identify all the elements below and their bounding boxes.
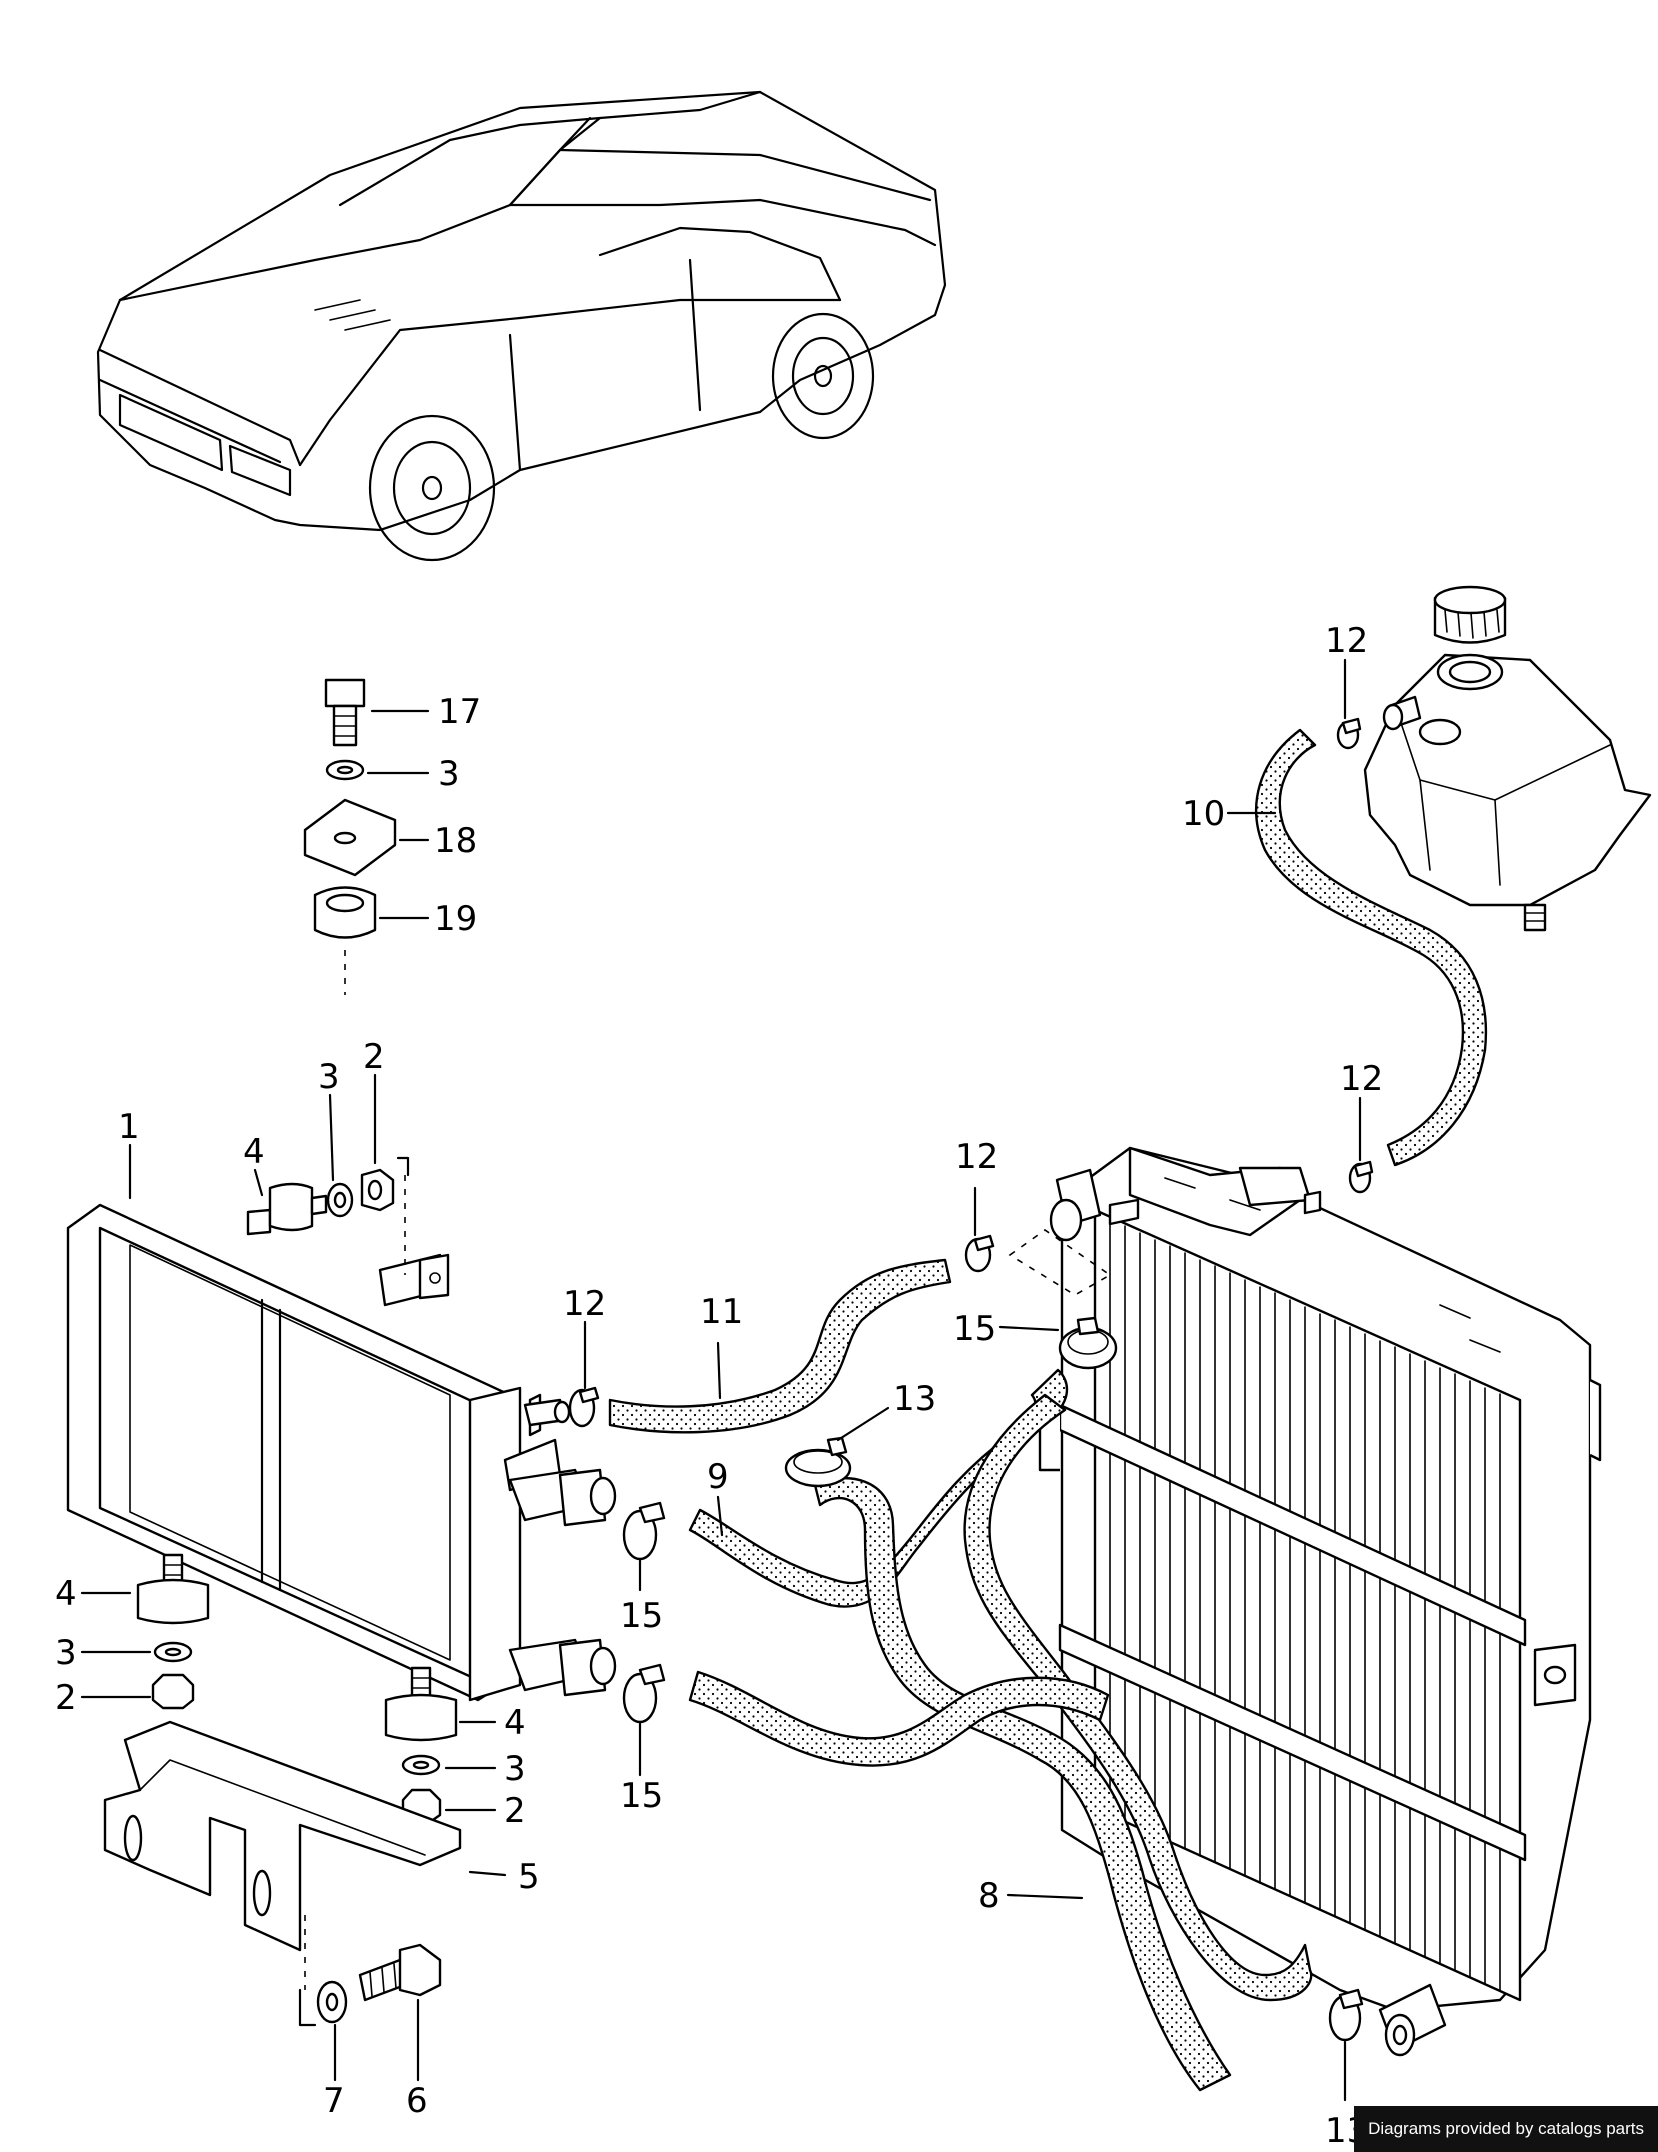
callout-4: 4 xyxy=(243,1132,265,1172)
clamp-12a xyxy=(568,1386,600,1428)
hose-9 xyxy=(688,1368,1069,1608)
leader-4a xyxy=(253,1168,264,1197)
callout-17: 17 xyxy=(438,692,481,732)
lower-right-mount-group xyxy=(384,1666,497,1824)
clamp-12b xyxy=(964,1234,995,1273)
callout-12: 12 xyxy=(955,1137,998,1177)
callout-10: 10 xyxy=(1182,794,1225,834)
callout-7: 7 xyxy=(323,2081,345,2121)
hose-11 xyxy=(608,1258,952,1434)
callout-2: 2 xyxy=(55,1678,77,1718)
callout-labels: 17 3 18 19 1 4 3 2 4 3 2 4 3 2 5 6 7 8 9… xyxy=(55,621,1383,2151)
clamp-15a xyxy=(1058,1316,1118,1370)
hose-10 xyxy=(1254,728,1488,1167)
callout-3: 3 xyxy=(318,1057,340,1097)
clamp-13b xyxy=(1328,1988,1364,2042)
upper-mount-group xyxy=(128,1073,410,1275)
callout-5: 5 xyxy=(518,1857,540,1897)
hose-8 xyxy=(813,1477,1232,2092)
clamp-13a xyxy=(784,1436,852,1488)
clamp-15b xyxy=(622,1501,666,1561)
main-radiator xyxy=(1008,1146,1602,2057)
callout-12: 12 xyxy=(1325,621,1368,661)
callout-15: 15 xyxy=(953,1309,996,1349)
callout-4: 4 xyxy=(55,1574,77,1614)
auxiliary-cooler xyxy=(66,1203,617,1702)
lower-left-mount-group xyxy=(80,1553,210,1710)
leader-13a xyxy=(836,1406,890,1442)
callout-4: 4 xyxy=(504,1703,526,1743)
clamp-15c xyxy=(622,1663,666,1724)
callout-6: 6 xyxy=(406,2081,428,2121)
hose-lower xyxy=(688,1670,1110,1767)
callout-9: 9 xyxy=(707,1457,729,1497)
bracket-group xyxy=(103,1720,507,2082)
hoses xyxy=(608,728,1488,2092)
expansion-tank xyxy=(1363,585,1652,932)
callout-3: 3 xyxy=(438,754,460,794)
leader-11 xyxy=(716,1341,722,1400)
car-illustration xyxy=(96,90,947,562)
callout-19: 19 xyxy=(434,899,477,939)
callout-15: 15 xyxy=(620,1596,663,1636)
callout-8: 8 xyxy=(978,1876,1000,1916)
callout-3: 3 xyxy=(504,1749,526,1789)
leader-3b xyxy=(328,1093,335,1182)
clamp-12c xyxy=(1348,1160,1374,1194)
leader-5 xyxy=(468,1870,507,1877)
leader-lines xyxy=(583,658,1362,2102)
callout-3: 3 xyxy=(55,1633,77,1673)
callout-1: 1 xyxy=(118,1107,140,1147)
leader-15a xyxy=(998,1325,1060,1332)
callout-11: 11 xyxy=(700,1292,743,1332)
callout-2: 2 xyxy=(504,1791,526,1831)
radiator-fins xyxy=(1109,1219,1501,1991)
callout-2: 2 xyxy=(363,1037,385,1077)
leader-9 xyxy=(716,1495,724,1537)
callout-12: 12 xyxy=(563,1284,606,1324)
leader-8 xyxy=(1006,1893,1084,1900)
hose-clamps xyxy=(568,717,1374,2042)
callout-15: 15 xyxy=(620,1776,663,1816)
hose-upper-long xyxy=(963,1393,1313,2002)
mount-stack-top xyxy=(303,678,430,995)
callout-13: 13 xyxy=(893,1379,936,1419)
callout-18: 18 xyxy=(434,821,477,861)
callout-12: 12 xyxy=(1340,1059,1383,1099)
clamp-12d xyxy=(1336,717,1362,750)
credit-badge: Diagrams provided by catalogs parts xyxy=(1354,2106,1658,2152)
